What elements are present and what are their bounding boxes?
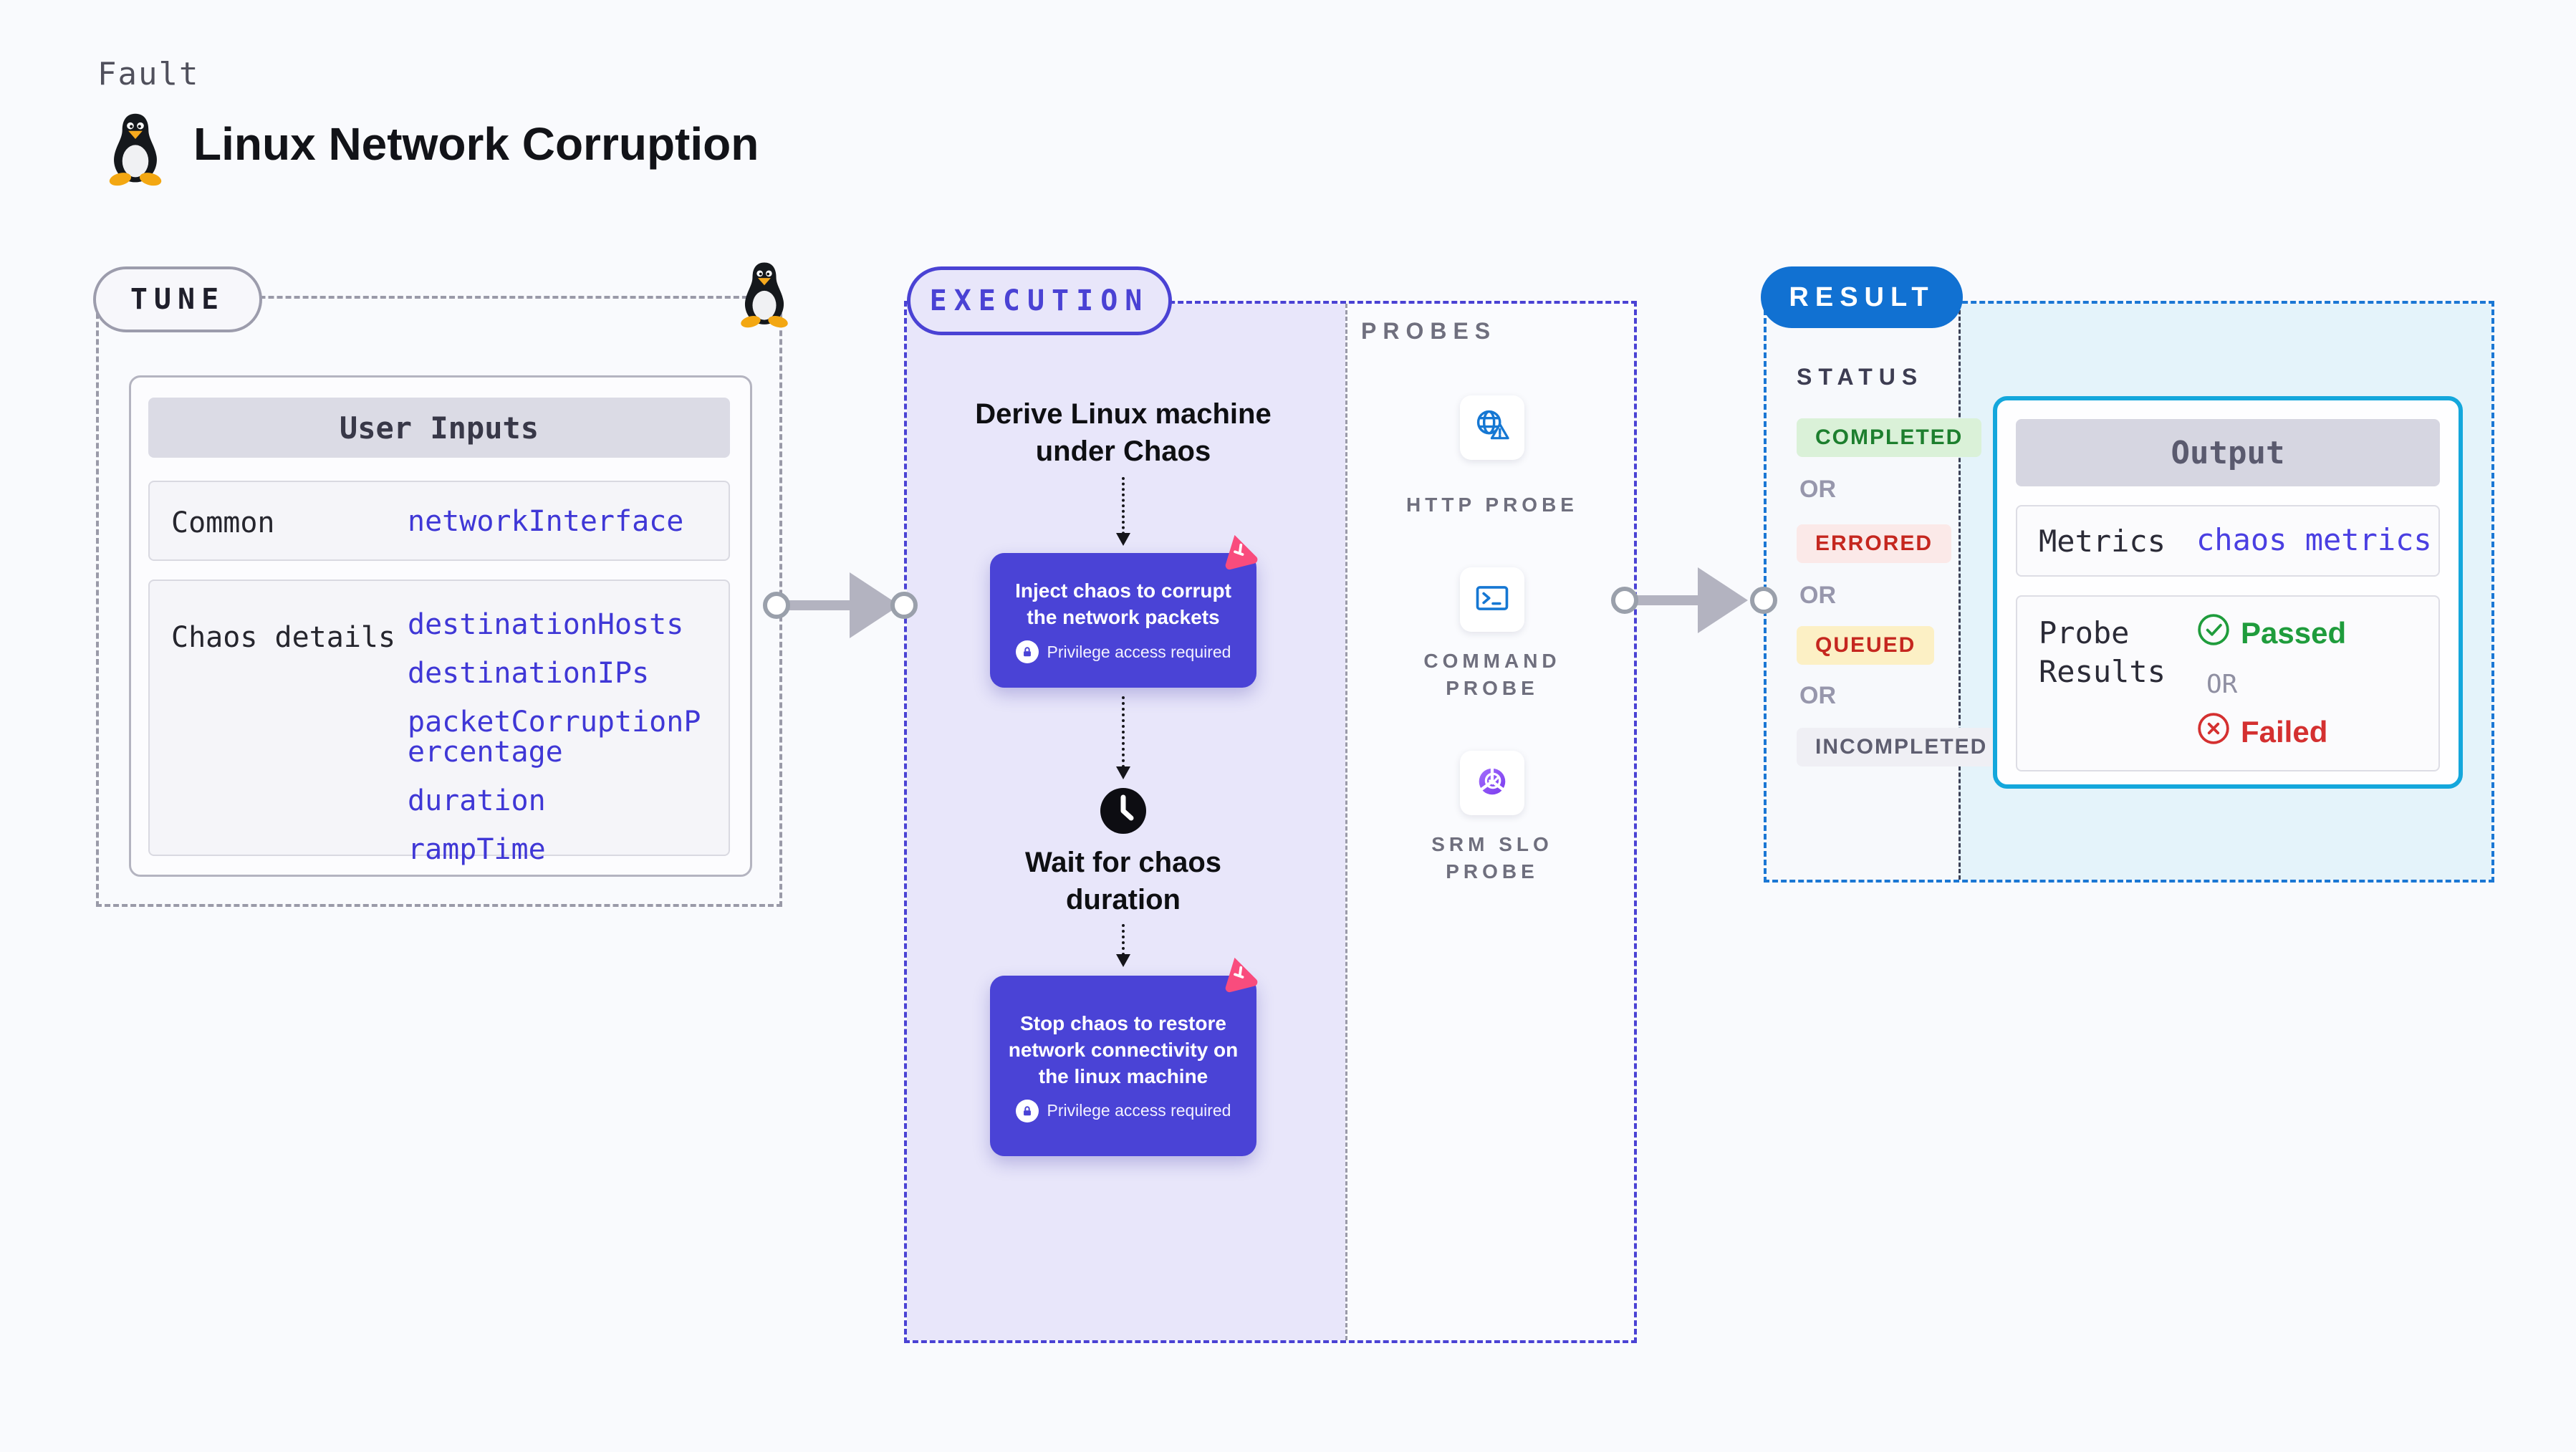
connector-dot <box>890 592 918 619</box>
row-label: Chaos details <box>171 621 396 654</box>
probe-results-label: Probe Results <box>2039 615 2166 689</box>
metrics-row: Metrics chaos metrics <box>2016 505 2440 577</box>
tune-to-execution-arrow <box>781 600 864 610</box>
connector-dot <box>763 592 790 619</box>
user-inputs-header: User Inputs <box>148 398 730 458</box>
status-badge-errored: ERRORED <box>1797 524 1952 563</box>
lock-icon <box>1015 640 1039 663</box>
row-label: Common <box>171 506 275 539</box>
globe-alert-icon <box>1472 406 1512 450</box>
fault-kicker: Fault <box>97 56 200 92</box>
or-label: OR <box>2206 670 2238 699</box>
x-circle-icon <box>2196 711 2231 753</box>
status-label: STATUS <box>1797 364 1924 390</box>
connector-dot <box>1750 587 1777 614</box>
flow-arrow-down <box>1116 924 1130 967</box>
input-value: rampTime <box>408 833 546 866</box>
execution-section-box <box>904 301 1637 1343</box>
input-value: duration <box>408 784 546 817</box>
derive-step-text: Derive Linux machine under Chaos <box>975 398 1272 467</box>
probe-label: COMMAND PROBE <box>1423 650 1561 699</box>
flow-arrow-down <box>1116 696 1130 779</box>
pie-check-icon <box>1472 761 1512 805</box>
page-title: Linux Network Corruption <box>193 118 759 170</box>
tux-penguin-icon <box>105 112 166 190</box>
or-label: OR <box>1799 582 1836 609</box>
failed-verdict: Failed <box>2196 711 2327 753</box>
privilege-text: Privilege access required <box>1047 1101 1231 1120</box>
status-badge-completed: COMPLETED <box>1797 418 1982 457</box>
probes-label: PROBES <box>1361 318 1497 344</box>
step-text: Inject chaos to corrupt the network pack… <box>1015 580 1231 628</box>
connector-dot <box>1611 587 1638 614</box>
probe-label: SRM SLO PROBE <box>1431 833 1553 883</box>
table-row: Chaos details destinationHosts destinati… <box>148 580 730 865</box>
chaos-fault-icon <box>1215 527 1261 574</box>
check-circle-icon <box>2196 612 2231 654</box>
table-row: Common networkInterface <box>148 481 730 561</box>
passed-verdict: Passed <box>2196 612 2346 654</box>
privilege-note: Privilege access required <box>1015 640 1231 663</box>
metrics-label: Metrics <box>2039 524 2166 559</box>
or-label: OR <box>1799 476 1836 503</box>
input-value: destinationIPs <box>408 657 650 690</box>
input-value: destinationHosts <box>408 608 684 641</box>
probe-results-row: Probe Results Passed OR F <box>2016 595 2440 771</box>
output-header: Output <box>2016 419 2440 486</box>
or-label: OR <box>1799 682 1836 709</box>
command-probe-card <box>1460 567 1524 632</box>
input-value: packetCorruptionPercentage <box>408 706 701 769</box>
output-card: Output Metrics chaos metrics Probe Resul… <box>1993 396 2463 789</box>
srm-slo-probe-card <box>1460 751 1524 815</box>
status-divider <box>1959 304 1961 880</box>
execution-to-result-arrow <box>1633 595 1711 605</box>
wait-step-text: Wait for chaos duration <box>1024 847 1222 915</box>
input-value: networkInterface <box>408 505 684 538</box>
user-inputs-card: User Inputs Common networkInterface Chao… <box>129 375 752 877</box>
result-badge: RESULT <box>1761 266 1963 328</box>
privilege-note: Privilege access required <box>1015 1099 1231 1122</box>
privilege-text: Privilege access required <box>1047 642 1231 661</box>
tux-penguin-small-icon <box>736 261 792 332</box>
status-badge-queued: QUEUED <box>1797 626 1935 665</box>
tune-badge: TUNE <box>93 266 262 332</box>
execution-badge: EXECUTION <box>907 266 1172 335</box>
step-text: Stop chaos to restore network connectivi… <box>1008 1011 1239 1087</box>
metrics-value: chaos metrics <box>2196 522 2432 557</box>
terminal-icon <box>1472 578 1512 622</box>
http-probe-card <box>1460 395 1524 460</box>
clock-icon <box>1099 787 1148 839</box>
inject-chaos-step: Inject chaos to corrupt the network pack… <box>990 553 1256 688</box>
lock-icon <box>1015 1099 1039 1122</box>
flow-arrow-down <box>1116 477 1130 546</box>
stop-chaos-step: Stop chaos to restore network connectivi… <box>990 976 1256 1156</box>
arrowhead <box>1698 567 1748 633</box>
probe-label: HTTP PROBE <box>1406 494 1578 516</box>
probes-divider <box>1345 304 1347 1340</box>
status-badge-incompleted: INCOMPLETED <box>1797 728 2007 766</box>
chaos-fault-icon <box>1215 950 1261 996</box>
